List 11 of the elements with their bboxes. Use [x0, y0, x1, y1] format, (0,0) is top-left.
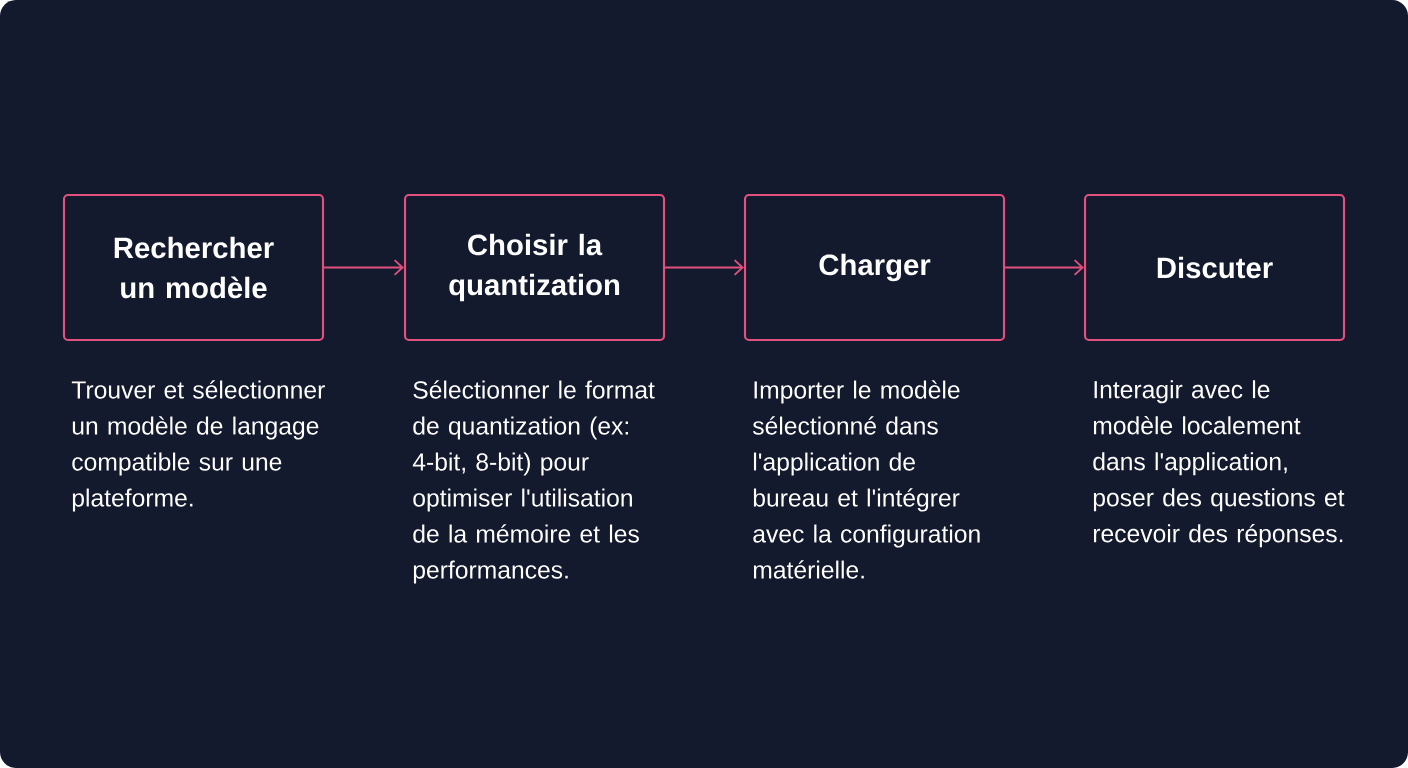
- arrow: [323, 259, 404, 276]
- description-text: Sélectionner le format de quantization (ex: 4-bit, 8-bit) pour optimiser l'utilisation de la mémoire et les performances.: [412, 380, 655, 584]
- arrow: [664, 259, 744, 276]
- description-text: Trouver et sélectionner un modèle de langage compatible sur une plateforme.: [71, 380, 325, 512]
- step-box: Charger: [743, 193, 1006, 342]
- arrow: [1004, 259, 1084, 276]
- description-text: Interagir avec le modèle localement dans l'application, poser des questions et recevoir des réponses.: [1093, 380, 1345, 548]
- description-text: Importer le modèle sélectionné dans l'application de bureau et l'intégrer avec la configuration matérielle.: [752, 380, 980, 579]
- step-box: Discuter: [1083, 193, 1346, 342]
- step-box: Rechercher un modèle: [62, 193, 325, 342]
- step-box: Choisir la quantization: [403, 193, 666, 342]
